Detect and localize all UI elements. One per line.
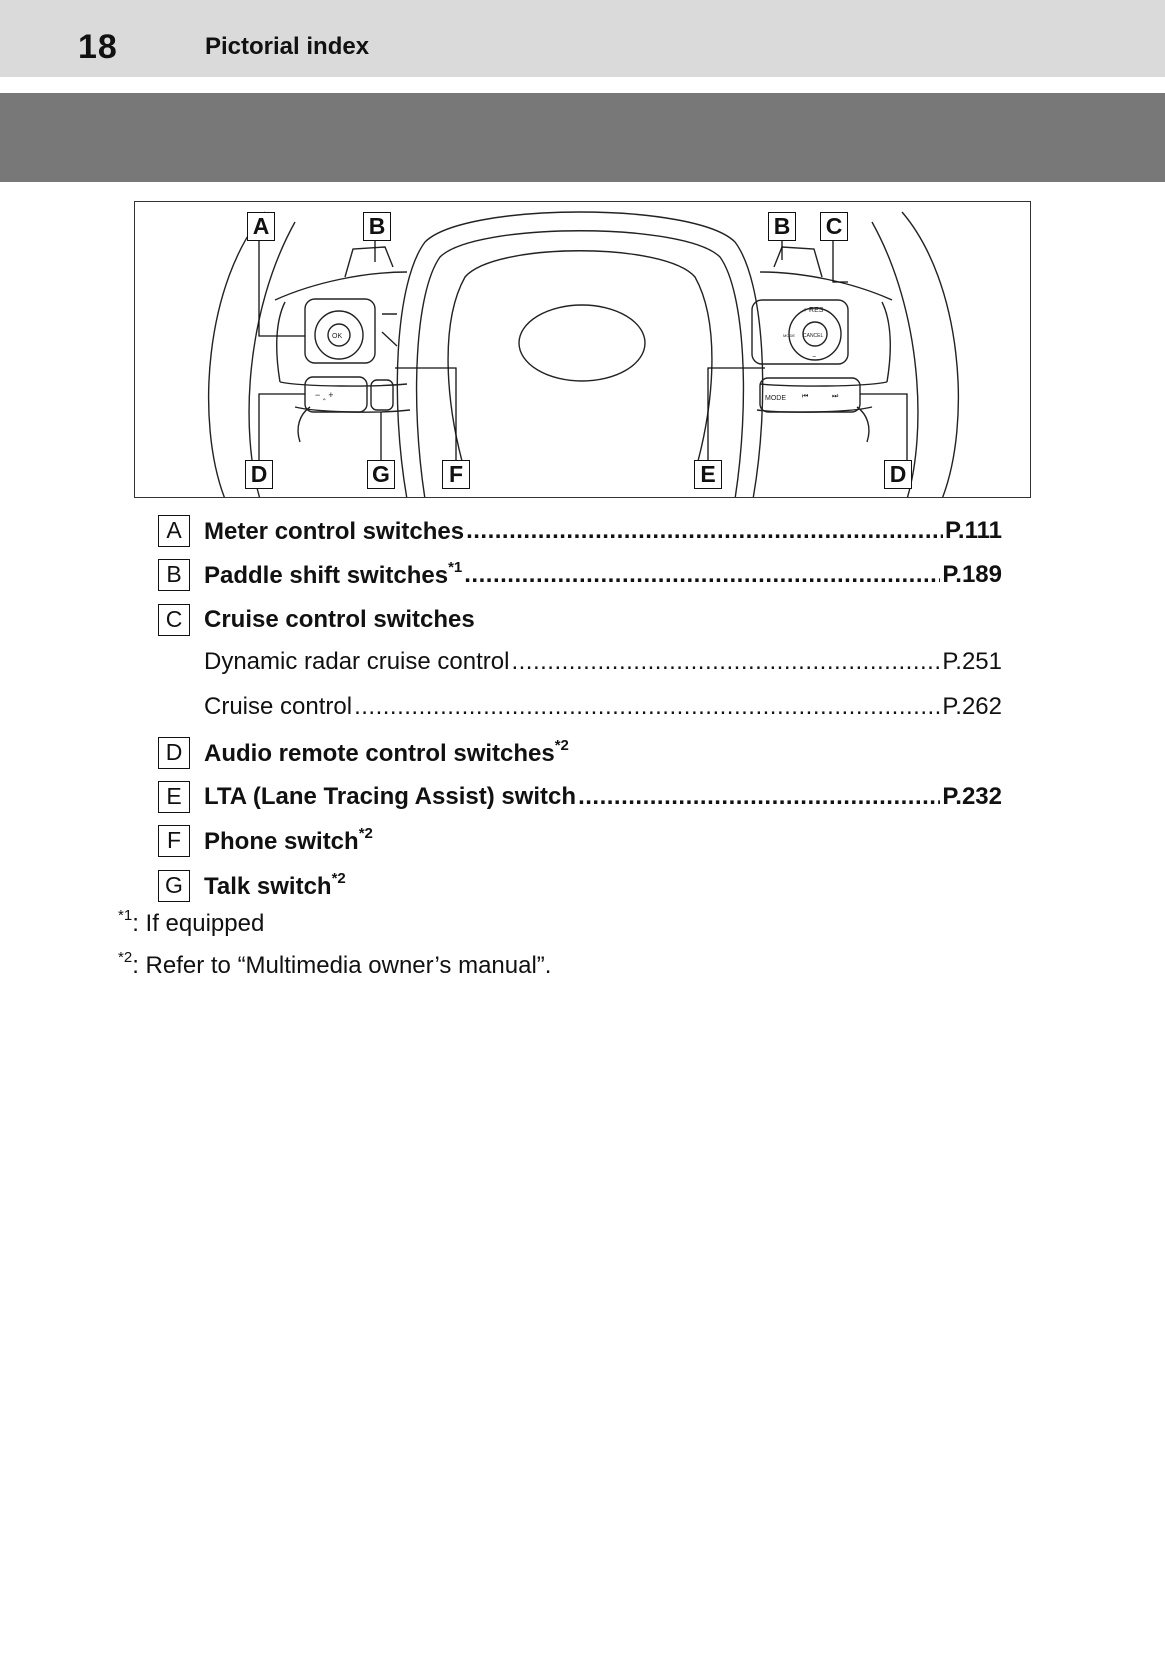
callout-d-left: D [245, 460, 273, 489]
footnote-1: *1: If equipped [118, 907, 265, 938]
ok-label: OK [332, 333, 342, 340]
index-letter: A [158, 515, 190, 547]
footnote-text: : If equipped [132, 910, 265, 937]
section-band [0, 93, 1165, 182]
leader-dots: ........................................… [354, 693, 941, 720]
index-letter: G [158, 870, 190, 902]
callout-b-left: B [363, 212, 391, 241]
next-label: ⏭ [832, 393, 839, 400]
footnote-mark: *2 [118, 949, 133, 966]
page-reference[interactable]: P.251 [942, 648, 1002, 675]
index-label: Meter control switches [204, 517, 465, 545]
leader-dots: ........................................… [511, 648, 941, 675]
callout-e: E [694, 460, 722, 489]
index-subitem-dynamic-radar: Dynamic radar cruise control ...........… [204, 645, 1002, 679]
mode-label: MODE [765, 395, 786, 402]
index-label: Audio remote control switches*2 [204, 736, 569, 767]
index-letter: C [158, 604, 190, 636]
index-item-c: C Cruise control switches [158, 603, 1002, 637]
left-switch-cluster [304, 298, 376, 364]
leader-dots: ........................................… [578, 783, 941, 810]
rim-inner-right [871, 221, 919, 497]
page-reference[interactable]: P.111 [945, 517, 1002, 544]
index-label: Cruise control switches [204, 606, 475, 633]
index-label: LTA (Lane Tracing Assist) switch [204, 783, 577, 810]
rim-inner-left [248, 221, 296, 497]
index-item-d: D Audio remote control switches*2 [158, 736, 1002, 770]
steering-wheel-illustration: OK + RES CANCEL MODE − MODE − ‸ + ⏮ ⏭ [208, 211, 959, 497]
steering-wheel-figure: OK + RES CANCEL MODE − MODE − ‸ + ⏮ ⏭ A … [134, 201, 1031, 498]
leader-dots: ........................................… [466, 517, 944, 544]
index-letter: B [158, 559, 190, 591]
callout-f: F [442, 460, 470, 489]
center-emblem [518, 304, 646, 382]
index-letter: E [158, 781, 190, 813]
callout-c: C [820, 212, 848, 241]
prev-label: ⏮ [802, 393, 808, 400]
index-item-a: A Meter control switches ...............… [158, 514, 1002, 548]
index-sublabel: Dynamic radar cruise control [204, 648, 510, 675]
footnote-text: : Refer to “Multimedia owner’s manual”. [132, 952, 552, 979]
footnote-mark: *1 [118, 907, 133, 924]
index-sublabel: Cruise control [204, 693, 353, 720]
index-item-e: E LTA (Lane Tracing Assist) switch .....… [158, 780, 1002, 814]
leader-a [258, 240, 305, 337]
talk-switch [370, 379, 394, 411]
callout-b-right: B [768, 212, 796, 241]
leader-e [707, 367, 765, 460]
page-header: 18 Pictorial index [0, 0, 1165, 77]
index-letter: F [158, 825, 190, 857]
callout-d-right: D [884, 460, 912, 489]
mode-small-label: MODE [783, 333, 795, 338]
page-number: 18 [78, 28, 118, 66]
index-item-g: G Talk switch*2 [158, 869, 1002, 903]
leader-dots: ........................................… [464, 561, 940, 588]
index-label: Talk switch*2 [204, 869, 346, 900]
track-switch [759, 377, 861, 413]
right-switch-cluster [751, 299, 849, 365]
right-paddle [773, 246, 823, 278]
cancel-label: CANCEL [803, 333, 824, 339]
left-paddle [344, 246, 394, 278]
page-reference[interactable]: P.262 [942, 693, 1002, 720]
callout-a: A [247, 212, 275, 241]
index-label: Phone switch*2 [204, 824, 373, 855]
footnote-2: *2: Refer to “Multimedia owner’s manual”… [118, 949, 552, 980]
volume-label: − ‸ + [315, 390, 334, 401]
leader-c [832, 240, 848, 283]
leader-d-right [860, 393, 908, 460]
page-reference[interactable]: P.189 [942, 561, 1002, 588]
index-label: Paddle shift switches*1 [204, 558, 463, 589]
index-item-f: F Phone switch*2 [158, 824, 1002, 858]
minus-label: − [812, 354, 816, 361]
callout-g: G [367, 460, 395, 489]
index-subitem-cruise-control: Cruise control .........................… [204, 690, 1002, 724]
index-letter: D [158, 737, 190, 769]
section-title: Pictorial index [205, 33, 370, 60]
res-label: + RES [803, 307, 824, 314]
leader-f [395, 367, 457, 460]
page-reference[interactable]: P.232 [942, 783, 1002, 810]
leader-d-left [258, 393, 305, 460]
index-item-b: B Paddle shift switches*1 ..............… [158, 558, 1002, 592]
